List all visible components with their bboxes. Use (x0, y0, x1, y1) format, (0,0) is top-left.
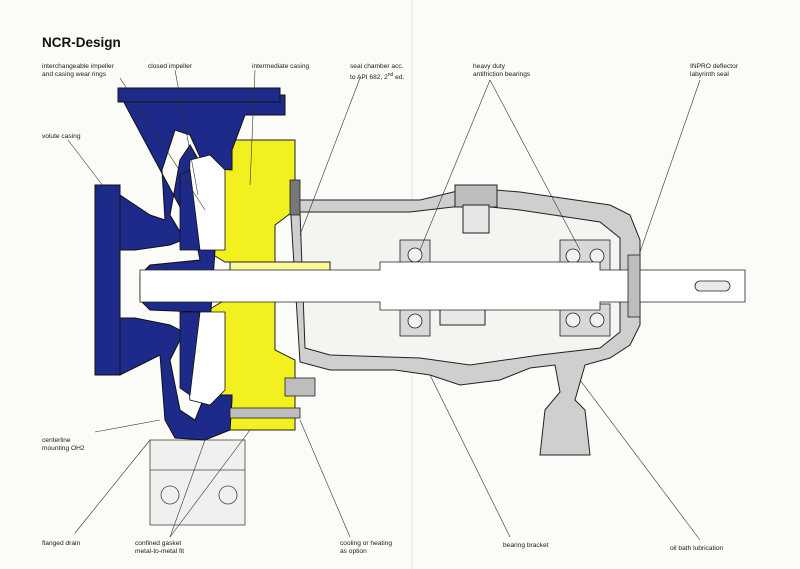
impeller-shape (179, 154, 226, 406)
mounting-foot (149, 439, 246, 526)
volute-casing-shape (94, 87, 286, 441)
label-volute-casing: volute casing (42, 133, 81, 140)
leader-lines (67, 69, 701, 541)
label-closed-impeller: closed impeller (148, 63, 192, 70)
label-flanged-drain: flanged drain (42, 540, 81, 547)
casing-studs (229, 179, 316, 419)
shaft (139, 254, 746, 318)
diagram-title: NCR-Design (42, 35, 121, 50)
label-intermediate-casing: intermediate casing (252, 63, 310, 70)
label-oil-bath: oil bath lubrication (670, 545, 724, 552)
label-seal-chamber: seal chamber acc.to API 682, 2nd ed. (350, 63, 405, 82)
label-bearing-bracket: bearing bracket (503, 542, 549, 549)
